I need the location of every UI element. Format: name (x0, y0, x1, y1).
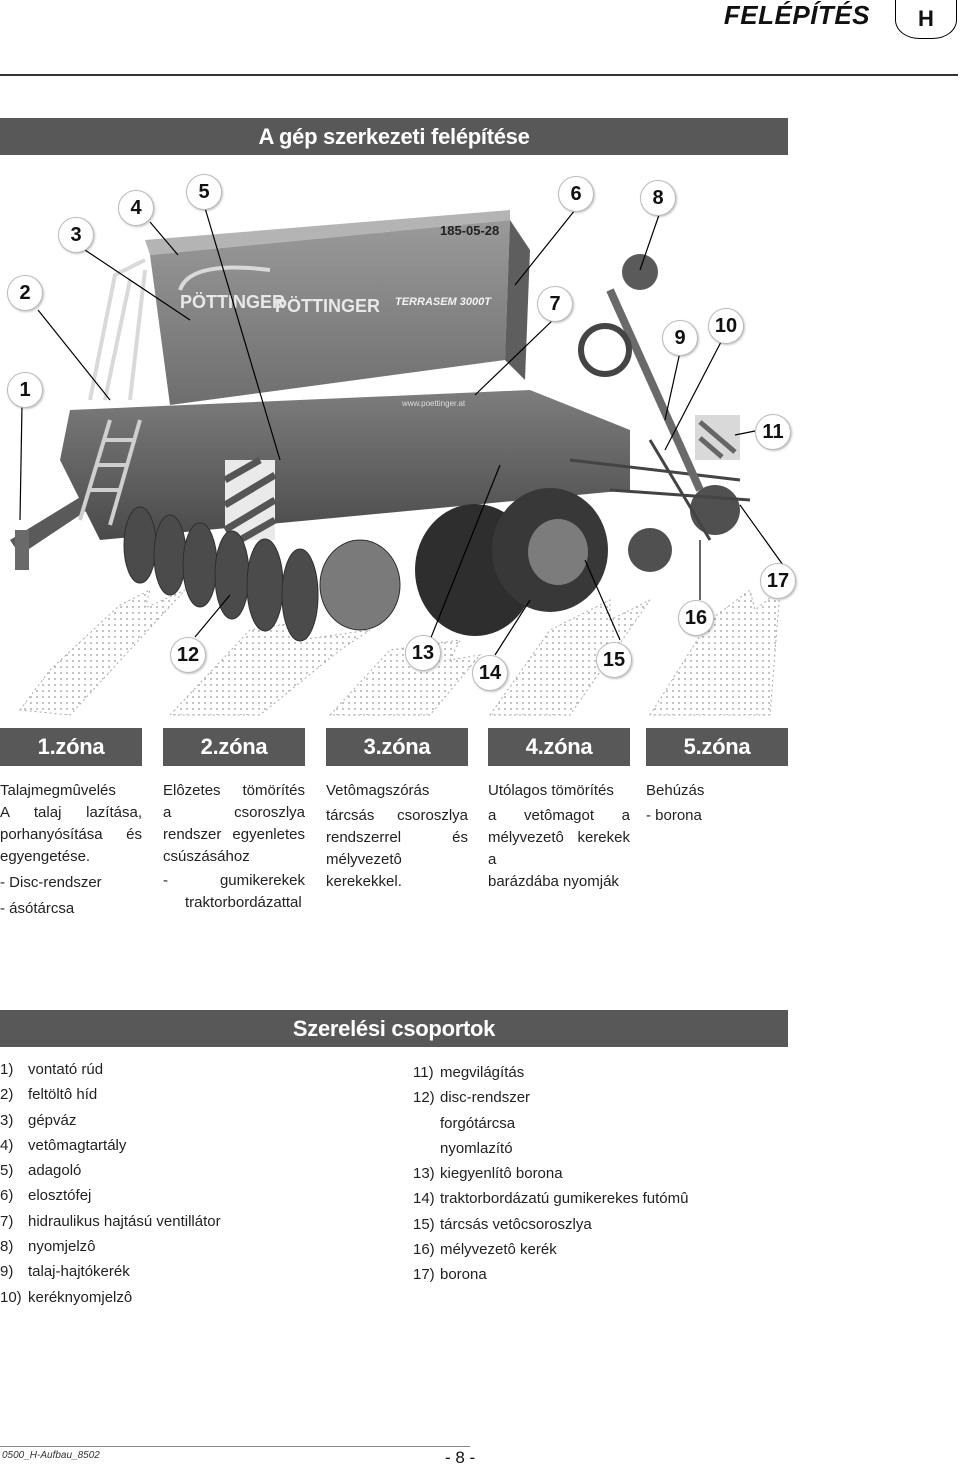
rear-harrow (569, 439, 751, 541)
model-label: TERRASEM 3000T (395, 296, 492, 308)
list-item: 11)megvilágítás (413, 1064, 525, 1081)
zone-5-description: Behúzás - borona (646, 780, 788, 827)
zone-line: tárcsás csoroszlya (326, 807, 468, 824)
callout-10: 10 (708, 308, 744, 344)
list-item: 2)feltöltô híd (0, 1086, 98, 1104)
document-code: 0500_H-Aufbau_8502 (2, 1450, 100, 1461)
zone-line: csúszásához (163, 848, 250, 865)
zone-line: - Disc-rendszer (0, 874, 102, 891)
zone-line: egyengetése. (0, 848, 91, 865)
callout-1: 1 (7, 372, 43, 408)
callout-12: 12 (170, 637, 206, 673)
callout-14: 14 (472, 655, 508, 691)
list-item: 14)traktorbordázatú gumikerekes futómû (413, 1190, 689, 1208)
tyre-packer (415, 488, 608, 636)
list-item: 17)borona (413, 1266, 487, 1284)
ladder (78, 419, 142, 526)
callout-3: 3 (58, 217, 94, 253)
zone-line: traktorbordázattal (185, 894, 302, 911)
track-marker (578, 254, 740, 492)
callout-8: 8 (640, 180, 676, 216)
date-code: 185-05-28 (440, 223, 499, 238)
list-item: 3)gépváz (0, 1111, 77, 1129)
callout-6: 6 (558, 176, 594, 212)
zone-line: - gumikerekek (163, 872, 305, 889)
list-item: 13)kiegyenlítô borona (413, 1165, 563, 1183)
language-badge: H (895, 0, 957, 39)
zone-line: Vetômagszórás (326, 782, 430, 799)
main-frame (60, 390, 630, 540)
list-item: 5)adagoló (0, 1162, 82, 1180)
callout-13: 13 (405, 635, 441, 671)
zone-1-description: Talajmegmûvelés A talaj lazítása, porhan… (0, 780, 142, 920)
website-label: www.poettinger.at (401, 399, 466, 408)
callout-9: 9 (662, 320, 698, 356)
seed-hopper: PÖTTINGER PÖTTINGER TERRASEM 3000T www.p… (145, 210, 530, 408)
callout-16: 16 (678, 600, 714, 636)
zone-line: A talaj lazítása, (0, 804, 142, 821)
zone-arrows (19, 588, 781, 716)
callout-4: 4 (118, 190, 154, 226)
list-item: 7)hidraulikus hajtású ventillátor (0, 1212, 221, 1230)
brand-label-2: PÖTTINGER (275, 296, 380, 316)
list-item: 1)vontató rúd (0, 1061, 104, 1078)
section-title-structure: A gép szerkezeti felépítése (0, 118, 788, 155)
assembly-groups-left: 1)vontató rúd 2)feltöltô híd 3)gépváz 4)… (0, 1057, 400, 1310)
list-item: nyomlazító (440, 1139, 513, 1157)
zone-line: - borona (646, 807, 702, 824)
zone-line: mélyvezetô (326, 851, 402, 868)
leader-lines (19, 207, 784, 656)
header-divider (0, 74, 958, 76)
assembly-groups-right: 11)megvilágítás 12)disc-rendszer forgótá… (413, 1060, 833, 1288)
zone-3-description: Vetômagszórás tárcsás csoroszlya rendsze… (326, 780, 468, 893)
railing (88, 258, 271, 401)
zone-line: rendszerrel és (326, 829, 468, 846)
disc-harrow (123, 506, 401, 642)
zone-line: - ásótárcsa (0, 900, 75, 917)
list-item: 9)talaj-hajtókerék (0, 1263, 130, 1281)
zone-line: Behúzás (646, 782, 705, 799)
list-item: 12)disc-rendszer (413, 1089, 531, 1107)
zone-line: Talajmegmûvelés (0, 782, 116, 799)
list-item: 6)elosztófej (0, 1187, 92, 1205)
zone-line: Utólagos tömörítés (488, 782, 614, 799)
zone-3-label: 3.zóna (326, 728, 468, 766)
callout-2: 2 (7, 275, 43, 311)
zone-4-label: 4.zóna (488, 728, 630, 766)
zone-line: Elôzetes tömörítés (163, 782, 305, 799)
machine-illustration: PÖTTINGER PÖTTINGER TERRASEM 3000T www.p… (7, 160, 950, 720)
zone-line: kerekekkel. (326, 873, 402, 890)
hazard-panel (223, 456, 277, 544)
list-item: 8)nyomjelzô (0, 1238, 96, 1256)
callout-15: 15 (596, 642, 632, 678)
footer-divider (0, 1446, 470, 1447)
zone-line: barázdába nyomják (488, 873, 619, 890)
machine-drawing: PÖTTINGER PÖTTINGER TERRASEM 3000T www.p… (10, 207, 784, 716)
callout-17: 17 (760, 563, 796, 599)
zone-line: mélyvezetô kerekek a (488, 829, 630, 868)
list-item: 15)tárcsás vetôcsoroszlya (413, 1215, 592, 1233)
callout-7: 7 (537, 286, 573, 322)
list-item: forgótárcsa (440, 1114, 516, 1132)
zone-5-label: 5.zóna (646, 728, 788, 766)
zone-2-label: 2.zóna (163, 728, 305, 766)
zone-1-label: 1.zóna (0, 728, 142, 766)
zone-4-description: Utólagos tömörítés a vetômagot a mélyvez… (488, 780, 630, 893)
section-title-assembly-groups: Szerelési csoportok (0, 1010, 788, 1047)
callout-11: 11 (755, 414, 791, 450)
list-item: 16)mélyvezetô kerék (413, 1241, 557, 1259)
callout-5: 5 (186, 174, 222, 210)
zone-2-description: Elôzetes tömörítés a csoroszlya rendszer… (163, 780, 305, 914)
list-item: 4)vetômagtartály (0, 1136, 127, 1154)
zone-line: porhanyósítása és (0, 826, 142, 843)
zone-line: a csoroszlya (163, 804, 305, 821)
page-title: FELÉPÍTÉS (723, 0, 870, 30)
list-item: 10)keréknyomjelzô (0, 1288, 133, 1306)
zone-line: rendszer egyenletes (163, 826, 305, 843)
page-number: - 8 - (445, 1448, 476, 1467)
zone-line: a vetômagot a (488, 807, 630, 824)
